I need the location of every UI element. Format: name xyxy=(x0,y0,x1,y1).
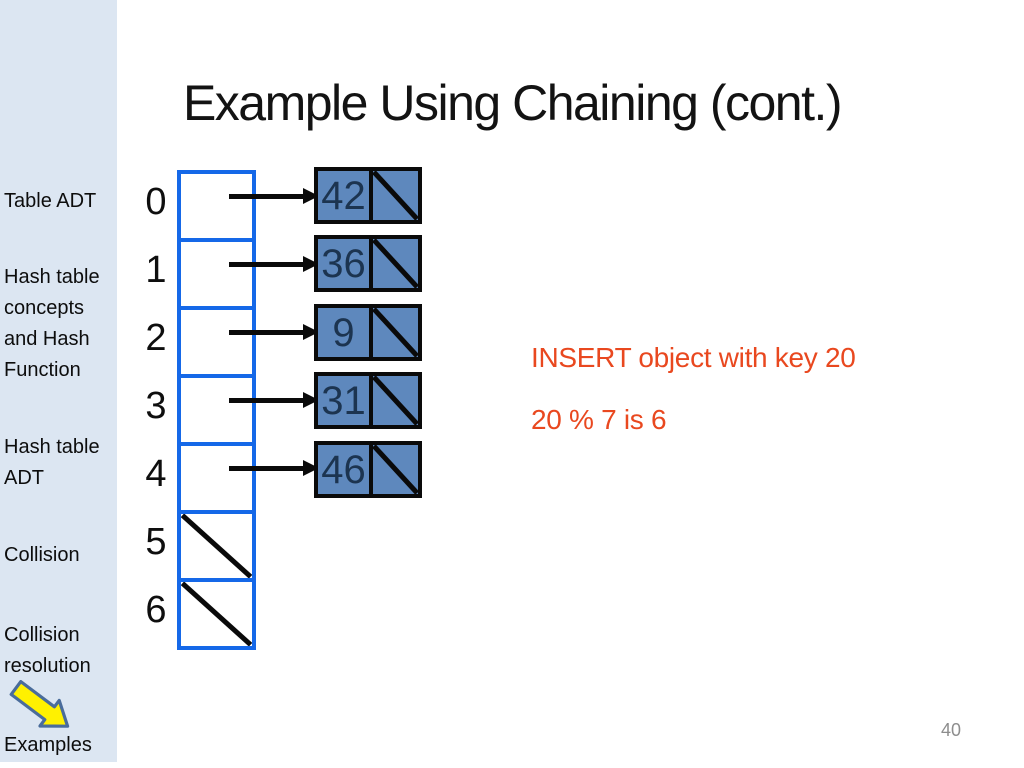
node-value: 9 xyxy=(332,311,355,355)
list-node-42: 42 xyxy=(314,167,422,224)
node-next-null-slash-icon xyxy=(373,171,418,220)
array-cell-divider xyxy=(181,578,252,582)
array-cell-divider xyxy=(181,306,252,310)
hash-table-array xyxy=(177,170,256,650)
pointer-arrow-line-4 xyxy=(229,466,307,471)
sidebar-item-hash-concepts: Hash table concepts and Hash Function xyxy=(4,266,100,381)
pointer-arrow-line-1 xyxy=(229,262,307,267)
node-next-null-slash-icon xyxy=(373,239,418,288)
node-value: 31 xyxy=(321,379,366,423)
sidebar-item-hash-table-adt: Hash table ADT xyxy=(4,436,100,489)
index-label-6: 6 xyxy=(145,589,167,631)
sidebar-item-collision-resolution: Collision resolution xyxy=(4,624,91,677)
node-value: 46 xyxy=(321,448,366,492)
node-compartment-divider xyxy=(369,171,373,220)
list-node-36: 36 xyxy=(314,235,422,292)
index-label-5: 5 xyxy=(145,521,167,563)
array-cell-divider xyxy=(181,510,252,514)
array-cell-divider xyxy=(181,238,252,242)
sidebar-item-examples: Examples xyxy=(4,734,92,756)
annotation-mod-line: 20 % 7 is 6 xyxy=(531,404,667,435)
cell-5-null-slash-icon xyxy=(181,514,252,578)
sidebar-item-table-adt: Table ADT xyxy=(4,190,97,212)
node-next-null-slash-icon xyxy=(373,376,418,425)
node-compartment-divider xyxy=(369,239,373,288)
sidebar-item-collision: Collision xyxy=(4,544,80,566)
node-next-null-slash-icon xyxy=(373,308,418,357)
node-value: 36 xyxy=(321,242,366,286)
sidebar: Table ADT Hash table concepts and Hash F… xyxy=(0,0,117,762)
index-label-4: 4 xyxy=(145,453,167,495)
node-compartment-divider xyxy=(369,308,373,357)
array-cell-divider xyxy=(181,374,252,378)
pointer-arrow-line-2 xyxy=(229,330,307,335)
index-label-3: 3 xyxy=(145,385,167,427)
node-value: 42 xyxy=(321,174,366,218)
node-compartment-divider xyxy=(369,376,373,425)
index-label-1: 1 xyxy=(145,249,167,291)
index-label-2: 2 xyxy=(145,317,167,359)
page-number: 40 xyxy=(941,720,962,740)
node-next-null-slash-icon xyxy=(373,445,418,494)
current-section-arrow-icon xyxy=(9,680,70,728)
annotation-insert-line: INSERT object with key 20 xyxy=(531,342,856,373)
slide-title: Example Using Chaining (cont.) xyxy=(182,75,843,131)
array-cell-divider xyxy=(181,442,252,446)
list-node-31: 31 xyxy=(314,372,422,429)
cell-6-null-slash-icon xyxy=(181,582,252,646)
node-compartment-divider xyxy=(369,445,373,494)
pointer-arrow-line-0 xyxy=(229,194,307,199)
list-node-46: 46 xyxy=(314,441,422,498)
pointer-arrow-line-3 xyxy=(229,398,307,403)
index-label-0: 0 xyxy=(145,181,167,223)
list-node-9: 9 xyxy=(314,304,422,361)
